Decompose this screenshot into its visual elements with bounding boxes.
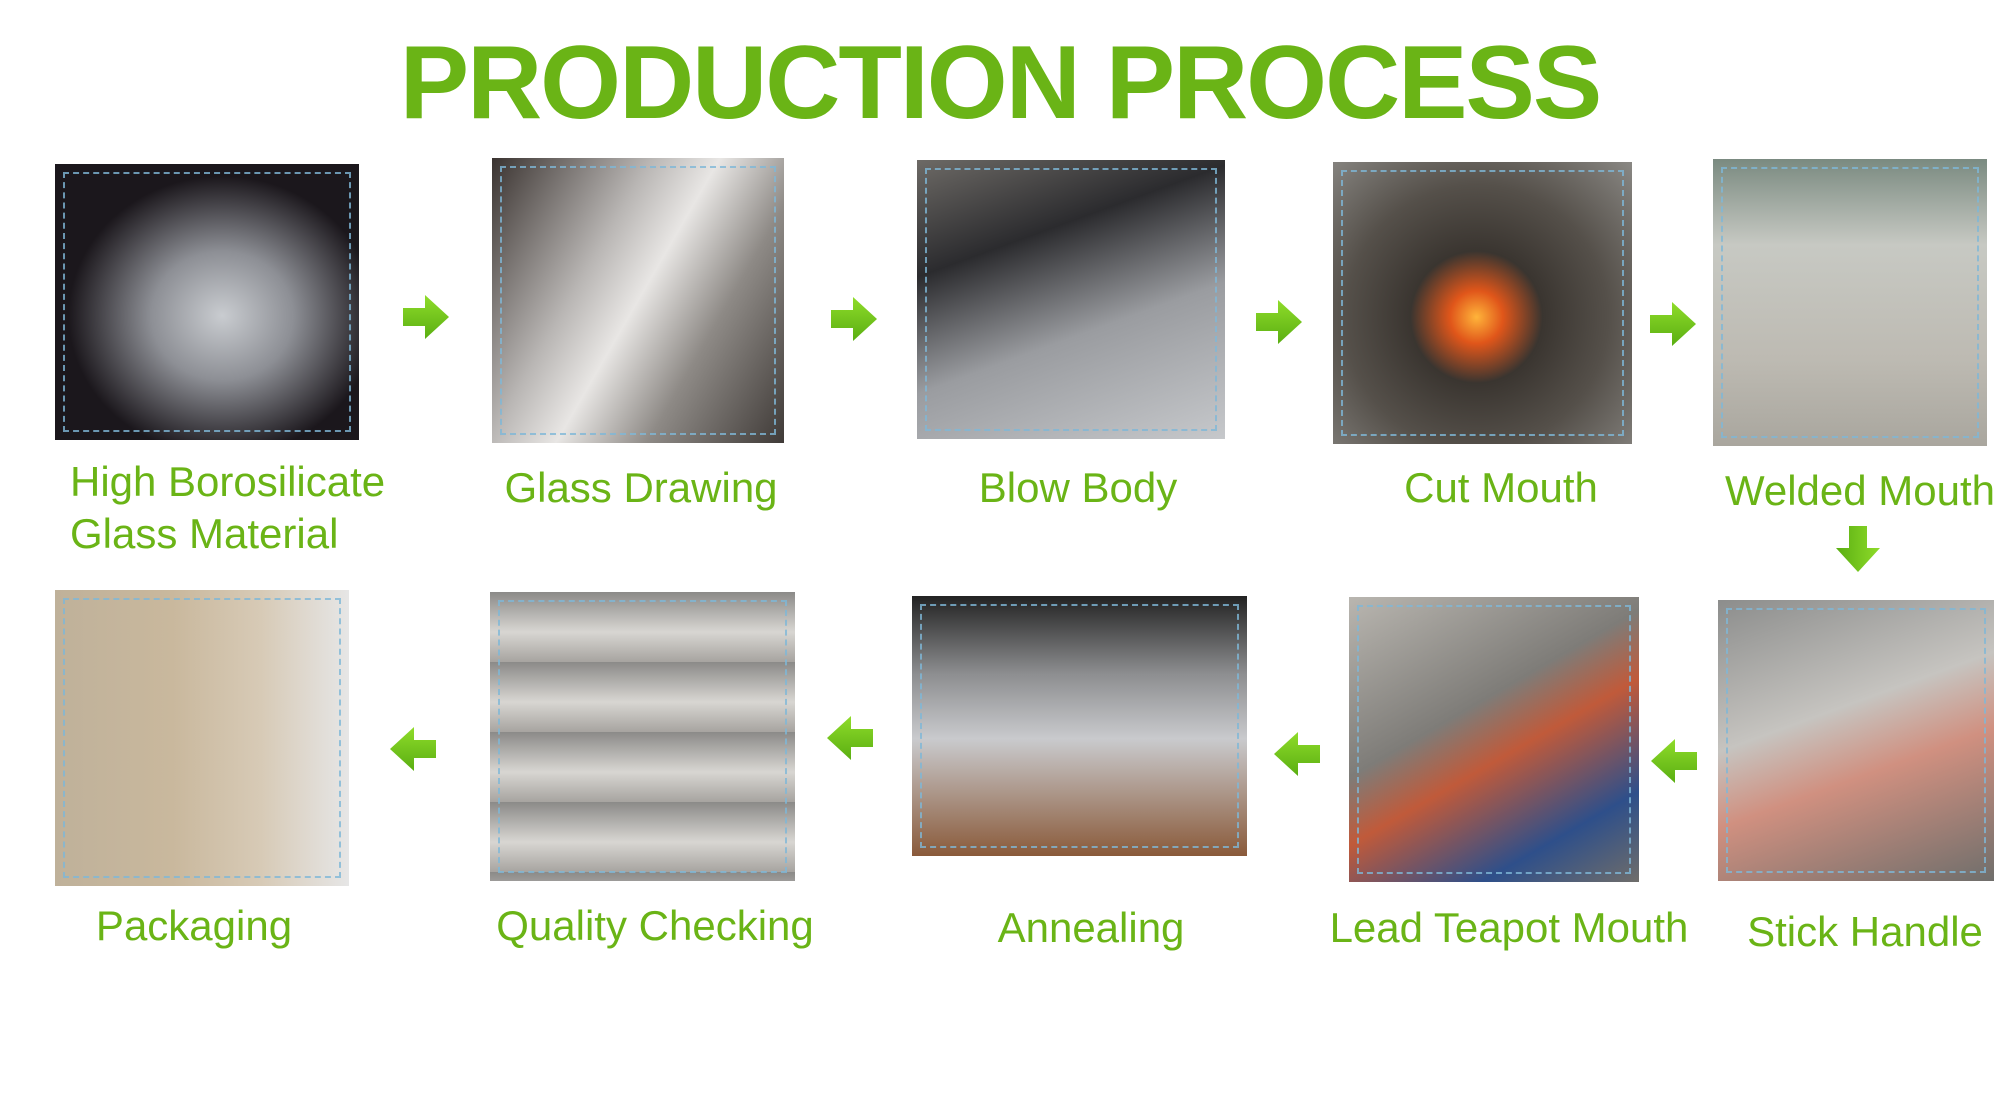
photo-quality-checking [490, 592, 795, 881]
photo-cut-mouth [1333, 162, 1632, 444]
step-label-stick-handle: Stick Handle [1747, 908, 1983, 955]
arrow-right-icon [401, 292, 451, 342]
photo-glass-drawing [492, 158, 784, 443]
arrow-right-icon [829, 294, 879, 344]
arrow-left-icon [825, 713, 875, 763]
photo-lead-teapot-mouth [1349, 597, 1639, 882]
photo-blow-body [917, 160, 1225, 439]
step-label-annealing: Annealing [997, 904, 1185, 951]
step-label-cut-mouth: Cut Mouth [1404, 464, 1598, 511]
arrow-right-icon [1254, 297, 1304, 347]
step-label-glass-drawing: Glass Drawing [504, 464, 778, 511]
step-label-lead-teapot-mouth: Lead Teapot Mouth [1329, 904, 1689, 951]
photo-annealing [912, 596, 1247, 856]
photo-packaging [55, 590, 349, 886]
step-label-material: High Borosilicate Glass Material [70, 456, 385, 560]
step-label-line: Glass Material [70, 510, 339, 557]
step-label-blow-body: Blow Body [978, 464, 1178, 511]
photo-welded-mouth [1713, 159, 1987, 446]
step-label-quality-checking: Quality Checking [496, 902, 814, 949]
photo-borosilicate-glass-material [55, 164, 359, 440]
page-title: PRODUCTION PROCESS [399, 25, 1603, 141]
arrow-left-icon [388, 724, 438, 774]
arrow-left-icon [1649, 736, 1699, 786]
step-label-line: High Borosilicate [70, 458, 386, 505]
step-label-welded-mouth: Welded Mouth [1724, 467, 1996, 514]
photo-stick-handle [1718, 600, 1994, 881]
arrow-right-icon [1648, 299, 1698, 349]
step-label-packaging: Packaging [95, 902, 293, 949]
arrow-down-icon [1833, 524, 1883, 574]
arrow-left-icon [1272, 729, 1322, 779]
